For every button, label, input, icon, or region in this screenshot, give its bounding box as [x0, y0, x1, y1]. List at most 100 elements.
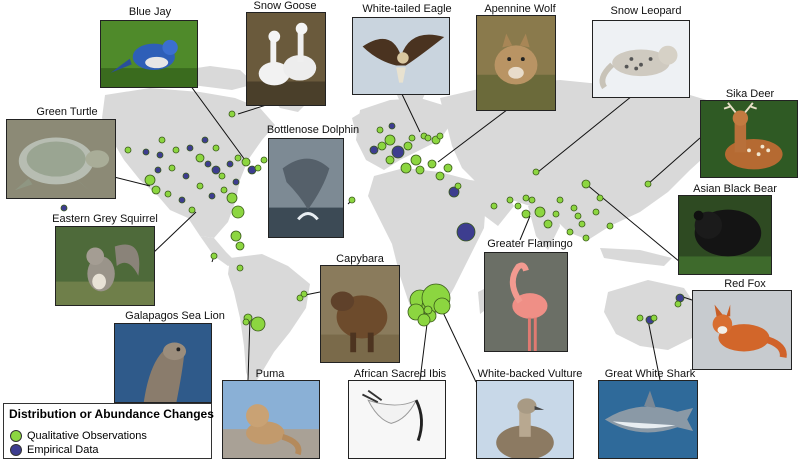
qualitative-marker: [408, 134, 416, 142]
empirical-marker: [391, 145, 405, 159]
qualitative-marker: [574, 212, 582, 220]
leader-snow-leopard: [537, 95, 633, 173]
qualitative-marker: [674, 300, 682, 308]
label-blue-jay: Blue Jay: [128, 6, 172, 18]
markers: [60, 110, 685, 332]
qualitative-marker: [566, 228, 574, 236]
leader-great-white-shark: [647, 319, 661, 381]
qualitative-marker: [260, 156, 268, 164]
qualitative-marker: [552, 210, 560, 218]
qualitative-marker: [172, 146, 180, 154]
qualitative-marker: [218, 172, 226, 180]
qualitative-marker: [250, 316, 266, 332]
leader-white-backed-vulture: [439, 305, 477, 383]
empirical-marker: [178, 196, 186, 204]
land-europe: [356, 98, 452, 170]
label-red-fox: Red Fox: [724, 278, 766, 290]
empirical-marker: [182, 172, 190, 180]
qualitative-marker: [188, 206, 196, 214]
qualitative-marker: [578, 220, 586, 228]
label-bottlenose-dolphin: Bottlenose Dolphin: [266, 124, 360, 136]
qualitative-marker: [534, 206, 546, 218]
photo-red-fox: [692, 290, 792, 370]
qualitative-marker: [443, 163, 453, 173]
label-great-white-shark: Great White Shark: [604, 368, 696, 380]
land-indonesia: [600, 248, 672, 266]
photo-galapagos-sea-lion: [114, 323, 212, 403]
qualitative-marker: [606, 222, 614, 230]
qualitative-marker: [168, 164, 176, 172]
qualitative-marker: [424, 134, 432, 142]
qualitative-marker: [532, 168, 540, 176]
empirical-marker: [456, 222, 476, 242]
qualitative-marker: [376, 126, 384, 134]
photo-asian-black-bear: [678, 195, 772, 275]
qualitative-marker: [196, 182, 204, 190]
empirical-marker: [154, 166, 162, 174]
qualitative-marker: [514, 202, 522, 210]
qualitative-marker: [158, 136, 166, 144]
land-arabia: [470, 180, 514, 226]
qualitative-marker: [435, 171, 445, 181]
qualitative-marker: [454, 182, 462, 190]
empirical-marker: [60, 204, 68, 212]
leader-greater-flamingo: [519, 215, 531, 241]
photo-bottlenose-dolphin: [268, 138, 344, 238]
legend: Distribution or Abundance Changes Qualit…: [3, 403, 214, 459]
empirical-marker-icon: [10, 444, 22, 457]
legend-item-label: Empirical Data: [27, 444, 99, 456]
qualitative-marker: [410, 154, 422, 166]
photo-green-turtle: [6, 119, 116, 199]
empirical-marker: [208, 192, 216, 200]
qualitative-marker: [650, 314, 658, 322]
land-central-america: [200, 236, 236, 266]
label-green-turtle: Green Turtle: [36, 106, 98, 118]
label-white-backed-vulture: White-backed Vulture: [477, 368, 583, 380]
qualitative-marker: [522, 194, 530, 202]
label-snow-goose: Snow Goose: [253, 0, 317, 12]
qualitative-marker: [124, 146, 132, 154]
label-snow-leopard: Snow Leopard: [610, 5, 682, 17]
qualitative-marker: [543, 219, 553, 229]
qualitative-marker: [528, 196, 536, 204]
qualitative-marker: [556, 196, 564, 204]
empirical-marker: [369, 145, 379, 155]
label-capybara: Capybara: [336, 253, 384, 265]
qualitative-marker: [427, 159, 437, 169]
qualitative-marker: [296, 294, 304, 302]
photo-great-white-shark: [598, 380, 698, 459]
qualitative-marker: [348, 196, 356, 204]
empirical-marker: [211, 165, 221, 175]
qualitative-marker: [570, 204, 578, 212]
qualitative-marker: [490, 202, 498, 210]
label-sika-deer: Sika Deer: [725, 88, 775, 100]
qualitative-marker: [231, 205, 245, 219]
label-puma: Puma: [255, 368, 285, 380]
photo-white-tailed-eagle: [352, 17, 450, 95]
qualitative-marker: [636, 314, 644, 322]
empirical-marker: [204, 160, 212, 168]
leader-eastern-grey-squirrel: [151, 211, 197, 255]
qualitative-marker: [385, 155, 395, 165]
qualitative-marker: [254, 164, 262, 172]
land-africa: [368, 168, 486, 324]
qualitative-marker: [228, 110, 236, 118]
qualitative-marker: [436, 132, 444, 140]
qualitative-marker: [164, 190, 172, 198]
qualitative-marker: [144, 174, 156, 186]
empirical-marker: [226, 160, 234, 168]
photo-snow-leopard: [592, 20, 690, 98]
photo-blue-jay: [100, 20, 198, 88]
qualitative-marker: [592, 208, 600, 216]
label-asian-black-bear: Asian Black Bear: [693, 183, 777, 195]
label-african-sacred-ibis: African Sacred Ibis: [353, 368, 447, 380]
qualitative-marker: [400, 162, 412, 174]
qualitative-marker: [596, 194, 604, 202]
label-greater-flamingo: Greater Flamingo: [487, 238, 573, 250]
qualitative-marker: [582, 234, 590, 242]
leader-green-turtle: [109, 175, 151, 187]
label-white-tailed-eagle: White-tailed Eagle: [362, 3, 452, 15]
qualitative-marker: [210, 252, 218, 260]
empirical-marker: [388, 122, 396, 130]
